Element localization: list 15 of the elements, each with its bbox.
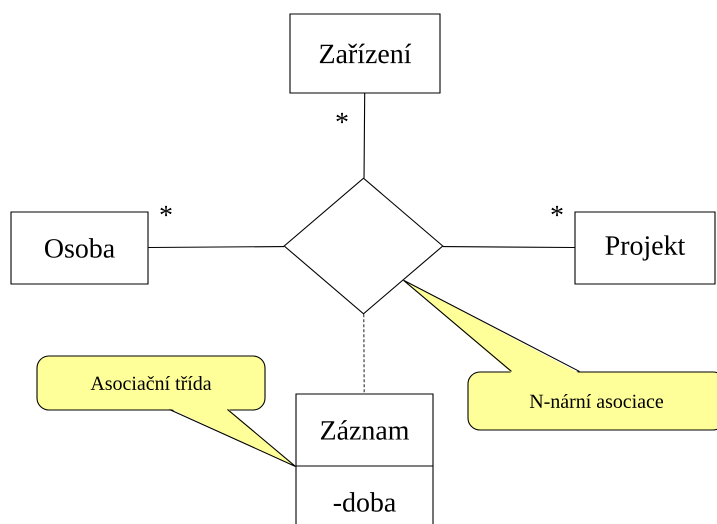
multiplicity-label: * bbox=[160, 206, 172, 216]
leader-line bbox=[168, 408, 296, 467]
association-line bbox=[148, 246, 284, 248]
multiplicity-label: * bbox=[336, 112, 348, 124]
class-box: Zařízení bbox=[289, 13, 441, 94]
class-box: Osoba bbox=[10, 211, 149, 285]
leader-line bbox=[402, 280, 580, 372]
class-box: Záznam -doba bbox=[295, 393, 434, 524]
association-line bbox=[442, 246, 574, 248]
association-line bbox=[363, 94, 366, 178]
multiplicity-label: * bbox=[551, 206, 563, 216]
callout-box: Asociační třída bbox=[36, 355, 296, 467]
dashed-line bbox=[363, 314, 365, 394]
class-box: Projekt bbox=[574, 211, 716, 285]
node-label: N-nární asociace bbox=[530, 394, 664, 408]
